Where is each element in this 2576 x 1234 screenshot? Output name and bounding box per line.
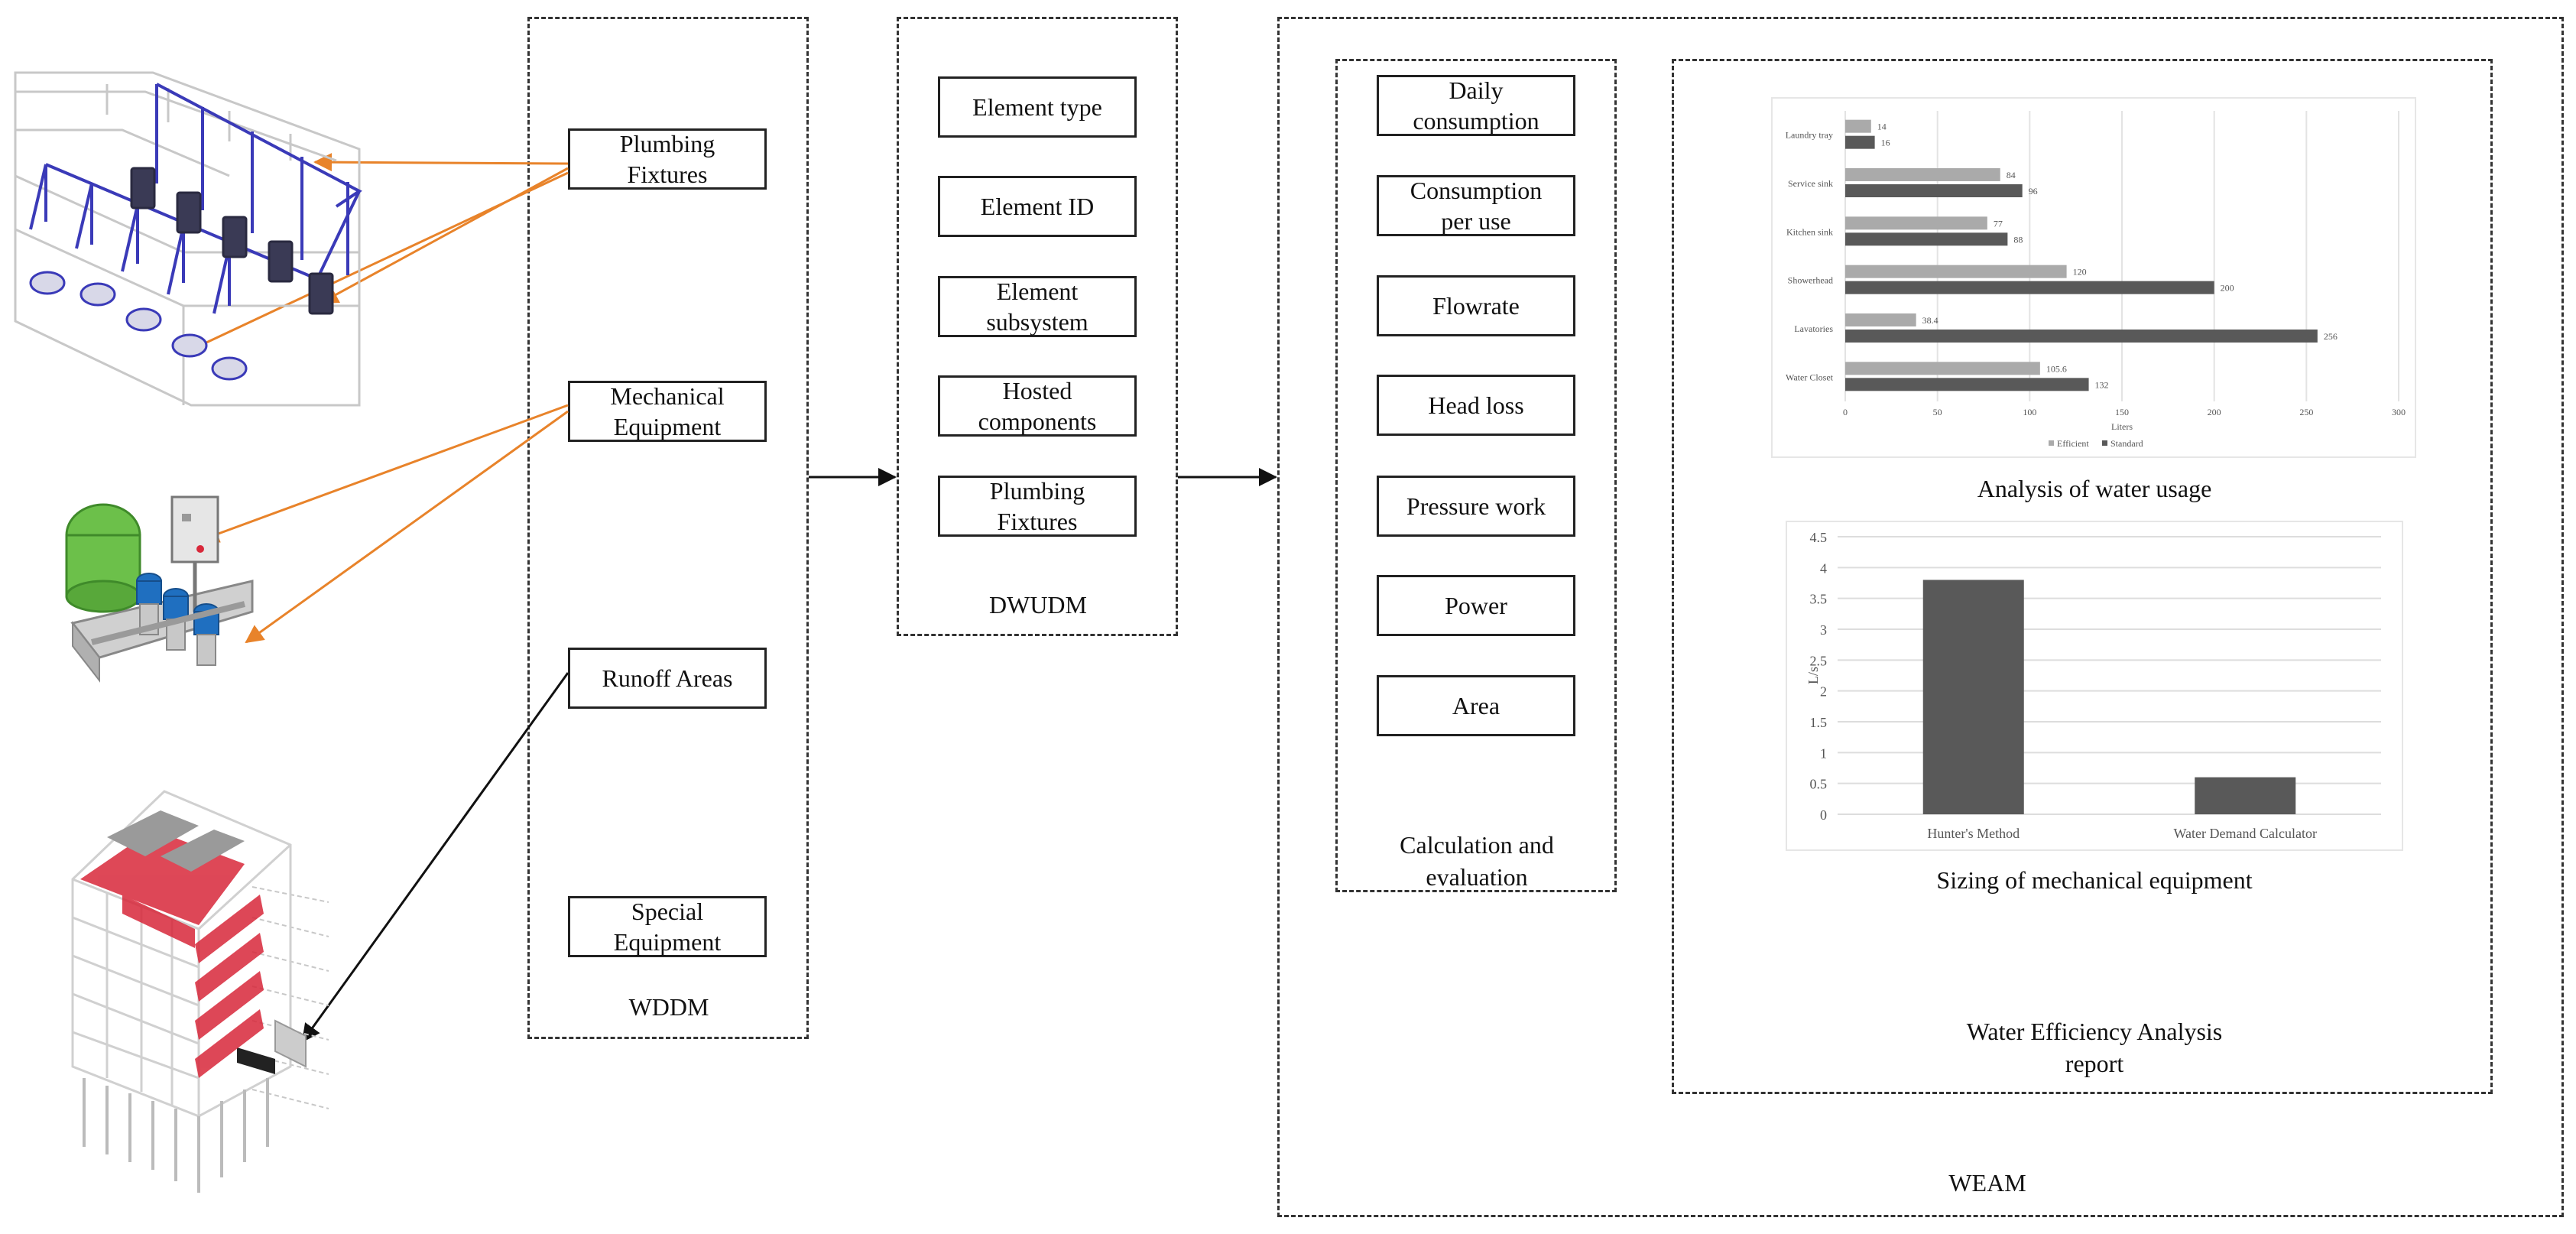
chart1-bar-standard (1845, 378, 2089, 391)
dwudm-item-hosted-components: Hosted components (938, 375, 1137, 437)
chart1-data-label: 84 (2007, 170, 2016, 180)
chart2-bar (1922, 580, 2024, 814)
chart1-x-tick-label: 300 (2392, 407, 2406, 417)
chart2-y-tick-label: 2 (1820, 684, 1827, 700)
report-container (1672, 59, 2493, 1094)
chart2-y-tick-label: 4 (1820, 560, 1827, 576)
chart1-data-label: 77 (1994, 218, 2003, 229)
calc-item-consumption-per-use: Consumption per use (1377, 175, 1575, 236)
chart2-y-tick-label: 0 (1820, 807, 1827, 823)
wddm-item-plumbing-fixtures: Plumbing Fixtures (568, 128, 767, 190)
chart1-data-label: 120 (2073, 267, 2087, 278)
calc-item-area: Area (1377, 675, 1575, 736)
chart1-bar-efficient (1845, 313, 1916, 326)
chart1-bar-standard (1845, 232, 2008, 246)
dwudm-item-element-id: Element ID (938, 176, 1137, 237)
chart1-data-label: 14 (1877, 122, 1887, 132)
dwudm-container (897, 17, 1178, 636)
chart1-category-label: Water Closet (1786, 372, 1834, 382)
chart2-frame (1786, 521, 2403, 851)
calc-item-daily-consumption: Daily consumption (1377, 75, 1575, 136)
arrow-mechanical-to-pump (245, 410, 569, 644)
chart2-category-label: Water Demand Calculator (2174, 826, 2317, 841)
chart1-caption: Analysis of water usage (1977, 475, 2212, 502)
calc-item-flowrate: Flowrate (1377, 275, 1575, 336)
chart1-category-label: Kitchen sink (1786, 226, 1833, 237)
arrow-runoff-to-building (301, 672, 569, 1043)
chart2-y-tick-label: 0.5 (1810, 777, 1828, 792)
chart1-bar-standard (1845, 135, 1875, 149)
chart1-legend-label: Efficient (2057, 438, 2089, 449)
calc-item-head-loss: Head loss (1377, 375, 1575, 436)
chart2-y-tick-label: 1 (1820, 745, 1827, 761)
chart1-bar-standard (1845, 330, 2318, 343)
chart1-x-tick-label: 200 (2208, 407, 2221, 417)
chart1-category-label: Showerhead (1788, 275, 1833, 286)
weam-container (1277, 17, 2564, 1217)
chart1-x-tick-label: 50 (1933, 407, 1942, 417)
chart1-category-label: Service sink (1788, 178, 1833, 189)
chart1-bar-efficient (1845, 168, 2000, 181)
chart1-legend-label: Standard (2110, 438, 2143, 449)
chart1-bar-efficient (1845, 119, 1871, 133)
chart1-frame (1771, 97, 2416, 458)
chart2-y-tick-label: 4.5 (1810, 530, 1828, 545)
chart1-x-tick-label: 100 (2023, 407, 2036, 417)
chart1-legend-swatch (2049, 440, 2054, 446)
chart2-y-tick-label: 1.5 (1810, 715, 1828, 730)
wddm-item-special-equipment: Special Equipment (568, 896, 767, 957)
chart1-data-label: 200 (2221, 283, 2234, 294)
dwudm-item-plumbing-fixtures: Plumbing Fixtures (938, 476, 1137, 537)
wddm-container (527, 17, 809, 1039)
chart1-data-label: 16 (1881, 138, 1890, 148)
weam-title: WEAM (1948, 1169, 2026, 1197)
chart2-y-tick-label: 3 (1820, 622, 1827, 638)
wddm-item-mechanical-equipment: Mechanical Equipment (568, 381, 767, 442)
chart1-x-tick-label: 250 (2299, 407, 2313, 417)
arrow-plumbing-to-fixture-b (179, 171, 569, 356)
calc-container (1335, 59, 1617, 892)
report-title: Water Efficiency Analysis report (1966, 1018, 2223, 1077)
chart1-legend-swatch (2102, 440, 2107, 446)
chart1-x-tick-label: 0 (1843, 407, 1848, 417)
chart1-data-label: 105.6 (2046, 363, 2067, 374)
wddm-item-runoff-areas: Runoff Areas (568, 648, 767, 709)
chart1-data-label: 132 (2095, 379, 2109, 390)
arrow-plumbing-to-fixture-a (320, 167, 569, 304)
calc-title: Calculation and evaluation (1400, 831, 1554, 891)
chart2-category-label: Hunter's Method (1927, 826, 2020, 841)
chart2-y-axis-label: L/s (1805, 667, 1821, 684)
chart1-x-tick-label: 150 (2115, 407, 2129, 417)
calc-item-pressure-work: Pressure work (1377, 476, 1575, 537)
chart1-data-label: 96 (2029, 186, 2038, 196)
chart1-category-label: Lavatories (1794, 323, 1833, 334)
chart1-data-label: 38.4 (1922, 315, 1938, 326)
chart1-category-label: Laundry tray (1786, 130, 1833, 141)
dwudm-item-element-subsystem: Element subsystem (938, 276, 1137, 337)
dwudm-title: DWUDM (989, 591, 1087, 619)
chart2-y-tick-label: 2.5 (1810, 653, 1828, 668)
chart1-bar-standard (1845, 281, 2214, 294)
chart1-x-axis-label: Liters (2111, 421, 2133, 432)
arrow-mechanical-to-panel (200, 404, 569, 543)
chart1-bar-efficient (1845, 362, 2040, 375)
chart1-bar-standard (1845, 184, 2023, 197)
chart2-y-tick-label: 3.5 (1810, 592, 1828, 607)
chart2-caption: Sizing of mechanical equipment (1936, 866, 2253, 894)
wddm-title: WDDM (628, 993, 709, 1021)
chart1-bar-efficient (1845, 265, 2067, 278)
dwudm-item-element-type: Element type (938, 76, 1137, 138)
chart1-bar-efficient (1845, 216, 1987, 230)
arrow-plumbing-to-pipe (313, 153, 569, 172)
chart1-data-label: 88 (2013, 234, 2023, 245)
chart1-data-label: 256 (2324, 331, 2338, 342)
calc-item-power: Power (1377, 575, 1575, 636)
chart2-bar (2195, 777, 2296, 814)
